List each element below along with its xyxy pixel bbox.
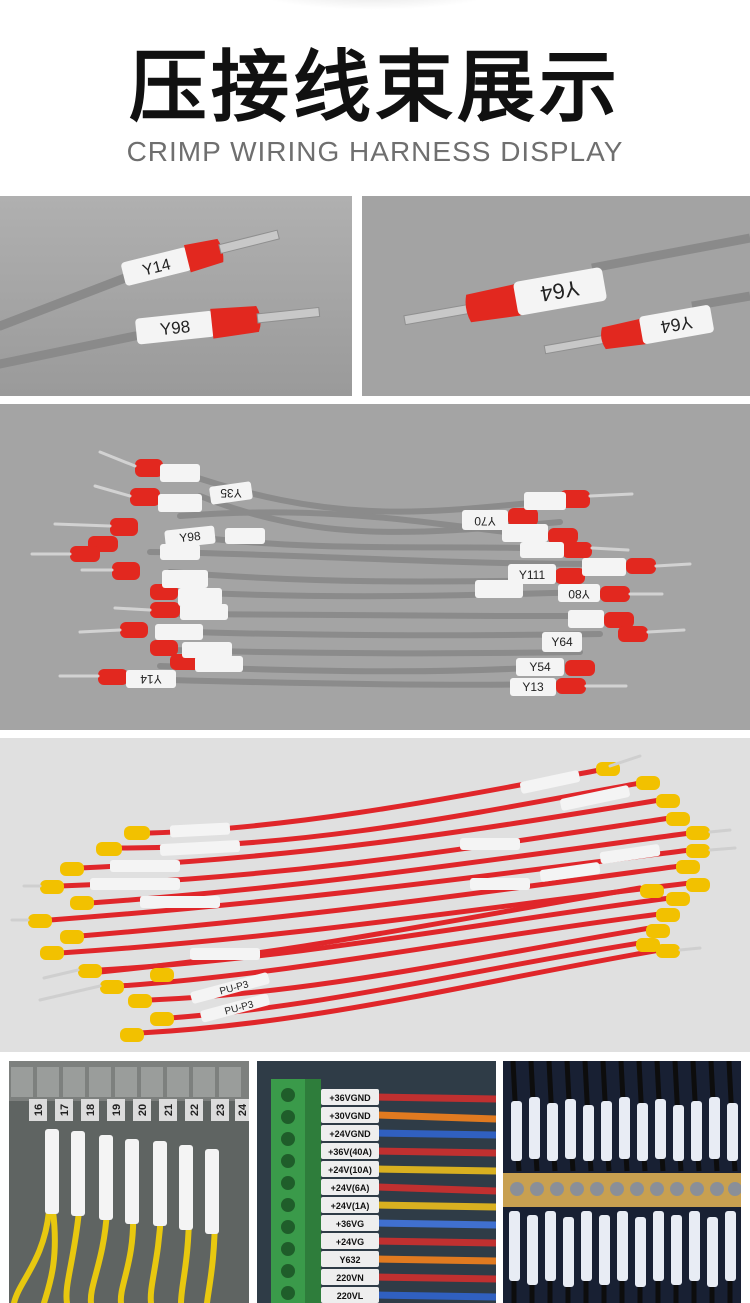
photo-terminal-voltage-labels: +36VGND +30VGND +24VGND +36V(40A) +24V(1… bbox=[257, 1061, 496, 1303]
voltage-label: +36VG bbox=[336, 1219, 364, 1229]
label-y70: Y70 bbox=[474, 514, 496, 528]
voltage-label: +36V(40A) bbox=[328, 1147, 372, 1157]
terminal-number: 19 bbox=[111, 1104, 123, 1116]
terminal-number: 18 bbox=[85, 1104, 97, 1116]
page-header: 压接线束展示 CRIMP WIRING HARNESS DISPLAY bbox=[0, 0, 750, 195]
terminal-number: 20 bbox=[137, 1104, 149, 1116]
label-y14: Y14 bbox=[141, 256, 173, 279]
terminal-number: 16 bbox=[33, 1104, 45, 1116]
sleeve-y98 bbox=[135, 311, 215, 345]
voltage-label: +24V(1A) bbox=[331, 1201, 370, 1211]
page-subtitle: CRIMP WIRING HARNESS DISPLAY bbox=[126, 136, 624, 167]
label-y13: Y13 bbox=[522, 680, 544, 694]
photo-dense-terminal-row bbox=[503, 1061, 741, 1303]
photo-terminal-block-yellow: 16 17 18 19 20 21 22 23 24 bbox=[9, 1061, 249, 1303]
sleeve-y64-small bbox=[639, 305, 714, 344]
red-ferrule bbox=[210, 306, 261, 339]
crimped-tip bbox=[218, 229, 280, 255]
label-y64: Y64 bbox=[551, 635, 573, 649]
label-y111: Y111 bbox=[519, 568, 546, 582]
red-ferrule bbox=[601, 318, 646, 350]
photo-red-harness-bundle: PU-P3 PU-P3 bbox=[0, 738, 750, 1052]
terminal-number: 24 bbox=[237, 1103, 249, 1116]
terminal-number: 22 bbox=[189, 1104, 201, 1116]
voltage-label: 220VN bbox=[336, 1273, 364, 1283]
photo-gray-harness-bundle: Y35 Y98 Y70 Y111 Y80 Y64 Y54 Y13 Y14 bbox=[0, 404, 750, 730]
label-y54: Y54 bbox=[529, 660, 551, 674]
label-y98: Y98 bbox=[159, 317, 191, 339]
red-ferrule bbox=[183, 238, 224, 273]
voltage-label: +24V(10A) bbox=[328, 1165, 372, 1175]
terminal-number: 23 bbox=[215, 1104, 227, 1116]
voltage-label: +30VGND bbox=[329, 1111, 371, 1121]
top-shadow bbox=[250, 0, 500, 10]
red-ferrule bbox=[465, 284, 521, 323]
voltage-label: +24V(6A) bbox=[331, 1183, 370, 1193]
terminal-number: 17 bbox=[59, 1104, 71, 1116]
photo-gray-wires-closeup-left: Y14 Y98 bbox=[0, 196, 352, 396]
voltage-label: +36VGND bbox=[329, 1093, 371, 1103]
sleeve-y14 bbox=[121, 247, 192, 286]
label-y35: Y35 bbox=[220, 486, 242, 500]
crimped-tip bbox=[256, 306, 321, 324]
label-y98: Y98 bbox=[179, 529, 202, 545]
photo-gray-wires-closeup-right: Y64 Y64 bbox=[362, 196, 750, 396]
sleeve-y64-large bbox=[513, 267, 607, 316]
page-title: 压接线束展示 bbox=[128, 43, 621, 133]
terminal-number: 21 bbox=[163, 1104, 175, 1116]
label-y14: Y14 bbox=[140, 672, 162, 686]
voltage-label: +24VG bbox=[336, 1237, 364, 1247]
voltage-label: +24VGND bbox=[329, 1129, 371, 1139]
voltage-label: 220VL bbox=[337, 1291, 364, 1301]
label-y80: Y80 bbox=[568, 587, 590, 601]
voltage-label: Y632 bbox=[339, 1255, 360, 1265]
